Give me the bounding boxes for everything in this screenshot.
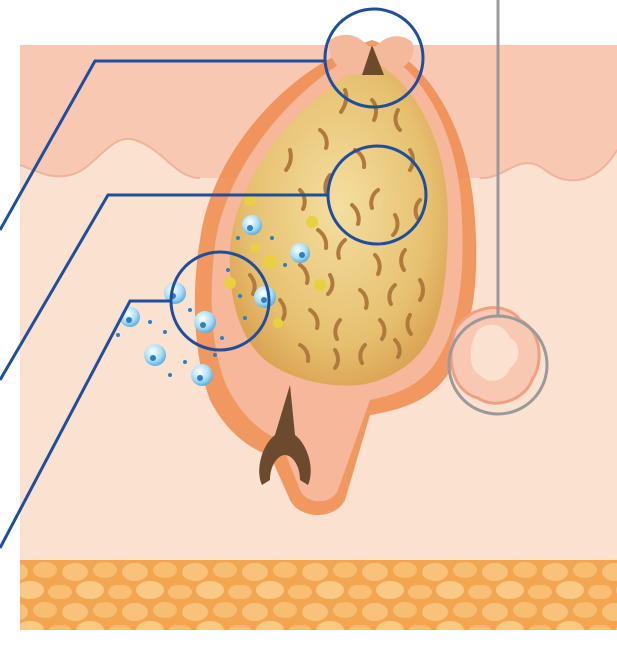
fat-layer	[20, 560, 617, 630]
sebaceous-gland	[451, 308, 539, 404]
